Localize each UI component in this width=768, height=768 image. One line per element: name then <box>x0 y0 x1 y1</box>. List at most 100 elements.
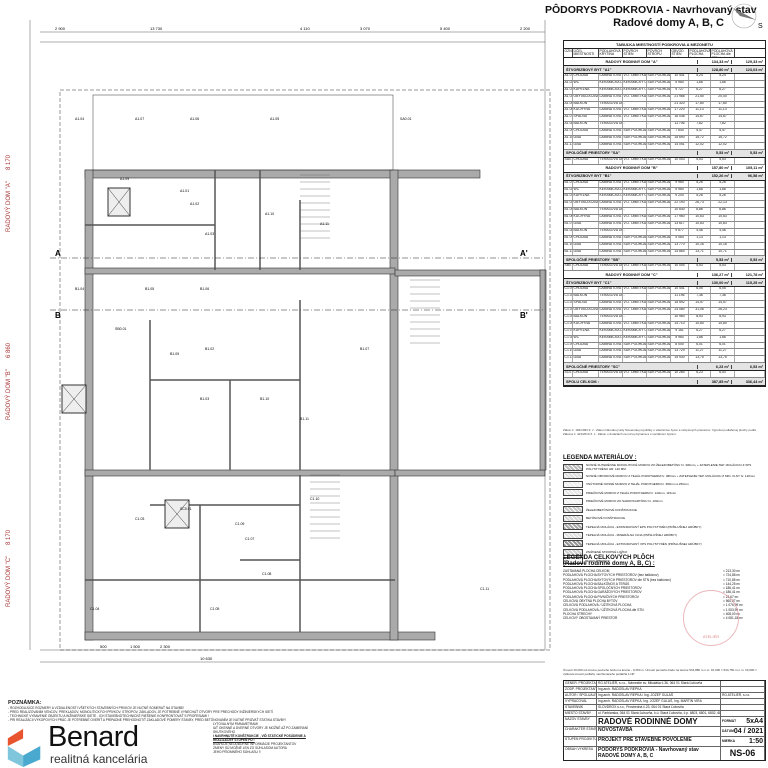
table-cell <box>735 349 765 356</box>
table-cell: 11 706 <box>671 122 689 129</box>
column-header: OZN. <box>564 49 573 57</box>
legend-item: NOSNÉ OBVODOVÉ MURIVO Z TEHÁL POROTHERM … <box>563 472 763 481</box>
table-cell: A1.03 <box>564 87 573 94</box>
table-cell: LAMINÁTOVÁ PODLAHA <box>599 108 623 115</box>
table-cell: - <box>647 101 671 108</box>
common-summary-area-stn: 6,53 m² <box>731 364 765 369</box>
notes-title: POZNÁMKA: <box>8 700 42 706</box>
area-label: CELKOVÁ OBYTNÁ PLOCHA BYTOV <box>563 599 618 604</box>
table-cell: 22,13 <box>711 201 735 208</box>
table-cell: LAMINÁTOVÁ PODLAHA <box>599 321 623 328</box>
legend-text: RASTLÝ TERÉN <box>586 558 609 563</box>
project-name: RADOVÉ RODINNÉ DOMY <box>597 717 721 726</box>
table-cell: B1.06 <box>564 215 573 222</box>
unit-dim-a: 8 170 <box>6 154 12 170</box>
table-cell <box>735 101 765 108</box>
table-cell: OBÝVACIA IZBA <box>573 308 599 314</box>
table-cell: KERAMICKÁ DLAŽBA <box>599 187 623 194</box>
table-cell: C1.07 <box>564 328 573 335</box>
room-label: C1.05 <box>210 607 219 611</box>
table-cell: 1,13 <box>689 235 711 242</box>
room-label: B1.09 <box>170 352 179 356</box>
table-cell: BALKÓN <box>573 208 599 215</box>
common-summary-label: SPOLOČNÉ PRIESTORY "SB" <box>566 257 620 262</box>
table-cell: 9 960 <box>671 180 689 187</box>
title-block-value: Ing.arch. RADOSLAV REPKA <box>597 687 721 692</box>
title-block-label: MIESTO STAVBY <box>564 711 597 716</box>
table-cell: 7,36 <box>711 294 735 301</box>
area-item: ZASTAVANÁ PLOCHA CELKOM= 213,30 m² <box>563 569 763 573</box>
room-label: A1.03 <box>205 232 214 236</box>
note-line: - PRED REALIZOVANÍM VENCOV, PREKLADOV, M… <box>8 710 273 714</box>
table-cell <box>735 321 765 328</box>
room-table: TABUĽKA MIESTNOSTÍ PODKROVIA A MEZONETU … <box>563 40 766 388</box>
table-cell: 26,73 <box>689 201 711 208</box>
table-cell: SDK PODHLAD, HYG. MAĽBA <box>647 180 671 187</box>
table-cell: 8,93 <box>711 314 735 321</box>
dimension-text: 3 070 <box>360 26 371 31</box>
table-cell: 5,53 <box>689 157 711 164</box>
materials-legend-title: LEGENDA MATERIÁLOV : <box>563 455 637 461</box>
table-cell: V.O. OMIETKA, HYG. MAĽBA <box>623 371 647 378</box>
legend-item: NOSNÉ SUTERÉNNE MONOLITICKÉ MURIVO ZO ŽE… <box>563 463 763 472</box>
house-summary-area-stn: 121,78 m² <box>731 272 765 277</box>
table-cell: SDK PODHLAD, HYG. MAĽBA <box>647 115 671 122</box>
room-label: C1.08 <box>262 572 271 576</box>
dimension-text: 2 300 <box>160 644 171 649</box>
table-cell: 15 592 <box>671 301 689 308</box>
table-cell: 5,47 <box>689 129 711 136</box>
authorization-stamp: ATELIÉR <box>683 590 739 646</box>
table-cell: 9 161 <box>671 328 689 335</box>
table-cell: SDK PODHLAD, HYG. MAĽBA <box>647 249 671 256</box>
dimension-text: 2 200 <box>520 26 531 31</box>
sheet-number: NS-06 <box>721 747 765 760</box>
table-cell: LAMINÁTOVÁ PODLAHA <box>599 301 623 308</box>
common-summary-area-stn: 5,53 m² <box>731 151 765 156</box>
roof-outline <box>59 89 551 651</box>
legend-swatch <box>563 523 583 531</box>
legend-text: VNÚTORNÉ NOSNÉ MURIVO Z TEHÁL POROTHERM … <box>586 482 689 487</box>
table-cell: 5,24 <box>689 74 711 80</box>
column-header: PODLAHOVÁ PLOCHA dle STN (m²) <box>711 49 735 57</box>
section-mark: A <box>55 249 61 258</box>
room-label: C1.11 <box>480 587 489 591</box>
title-block-label: GENER. PROJEKTANT <box>565 681 597 686</box>
room-label: B1.11 <box>300 417 309 421</box>
table-cell: SC0.01 <box>564 371 573 378</box>
area-label: PODLAHOVÁ PLOCHA BALKÓNOV A TERÁS <box>563 581 630 586</box>
section-mark: B' <box>520 311 528 320</box>
elevator-cross <box>164 499 190 529</box>
table-cell: 6,53 <box>711 371 735 378</box>
table-cell <box>735 356 765 363</box>
table-cell <box>735 108 765 115</box>
table-cell <box>735 242 765 249</box>
table-cell: 10 284 <box>671 371 689 378</box>
table-cell: 17,80 <box>689 101 711 108</box>
logo-name: Benard <box>48 721 139 753</box>
title-block-value: SLOVDROX s.r.o., Prostredná č.23, 064 01… <box>597 705 721 710</box>
table-cell: SDK PODHLAD, HYG. MAĽBA <box>647 301 671 308</box>
table-cell: CHODBA <box>573 129 599 136</box>
table-cell: - <box>623 122 647 129</box>
room-label: SB0.01 <box>115 327 127 331</box>
table-cell: - <box>647 208 671 215</box>
table-cell: SDK PODHLAD, HYG. MAĽBA <box>647 328 671 335</box>
room-label: A1.01 <box>180 189 189 193</box>
legend-item: RASTLÝ TERÉN <box>563 557 763 566</box>
table-cell <box>735 115 765 122</box>
table-cell: CHODBA <box>573 180 599 187</box>
table-cell: V.O. OMIETKA, HYG. MAĽBA <box>623 94 647 101</box>
table-cell: KERAMICKÁ DLAŽBA <box>599 335 623 342</box>
table-cell: LAMINÁTOVÁ PODLAHA <box>599 287 623 294</box>
table-cell <box>735 157 765 164</box>
table-cell <box>735 94 765 101</box>
